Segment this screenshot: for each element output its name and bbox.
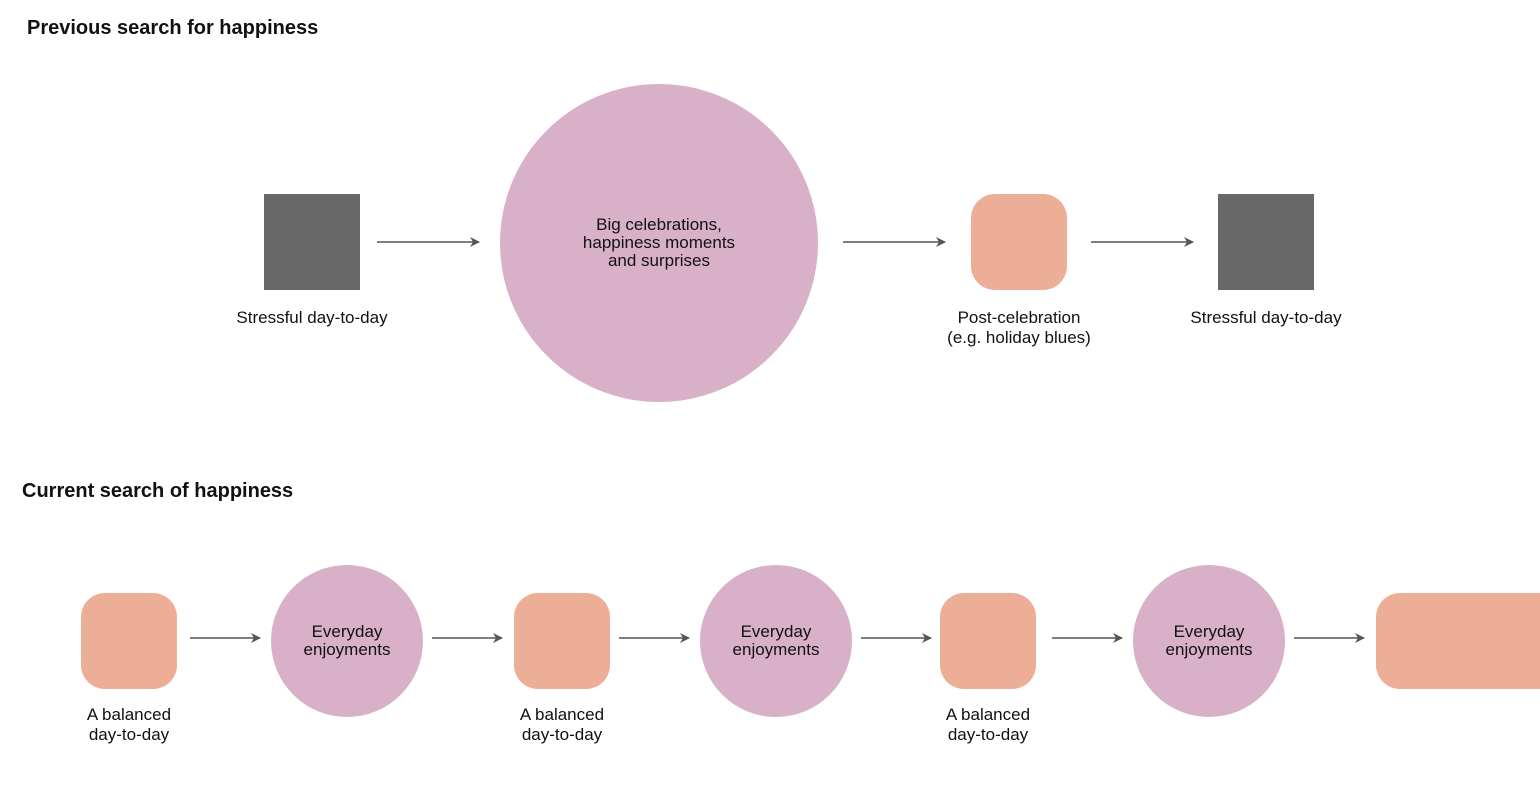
- everyday-enjoyments-text-2: Everyday enjoyments: [732, 622, 820, 659]
- balanced-day-node-2: [514, 593, 610, 689]
- big-celebrations-node: Big celebrations, happiness moments and …: [500, 84, 818, 402]
- everyday-enjoyments-text-1: Everyday enjoyments: [303, 622, 391, 659]
- big-celebrations-text: Big celebrations, happiness moments and …: [582, 215, 736, 270]
- balanced-day-label-1: A balanced day-to-day: [86, 705, 172, 744]
- everyday-enjoyments-node-3: Everyday enjoyments: [1133, 565, 1285, 717]
- balanced-day-node-3: [940, 593, 1036, 689]
- stressful-day-label-1: Stressful day-to-day: [236, 308, 388, 327]
- stressful-day-label-2: Stressful day-to-day: [1190, 308, 1342, 327]
- post-celebration-label: Post-celebration (e.g. holiday blues): [947, 308, 1091, 347]
- everyday-enjoyments-text-3: Everyday enjoyments: [1165, 622, 1253, 659]
- current-section-title: Current search of happiness: [22, 480, 294, 502]
- everyday-enjoyments-node-1: Everyday enjoyments: [271, 565, 423, 717]
- stressful-day-node-1: [264, 194, 360, 290]
- balanced-day-label-2: A balanced day-to-day: [519, 705, 605, 744]
- stressful-day-node-2: [1218, 194, 1314, 290]
- everyday-enjoyments-node-2: Everyday enjoyments: [700, 565, 852, 717]
- balanced-day-node-4-partial: [1376, 593, 1540, 689]
- balanced-day-label-3: A balanced day-to-day: [945, 705, 1031, 744]
- previous-section-title: Previous search for happiness: [27, 17, 319, 39]
- post-celebration-node: [971, 194, 1067, 290]
- balanced-day-node-1: [81, 593, 177, 689]
